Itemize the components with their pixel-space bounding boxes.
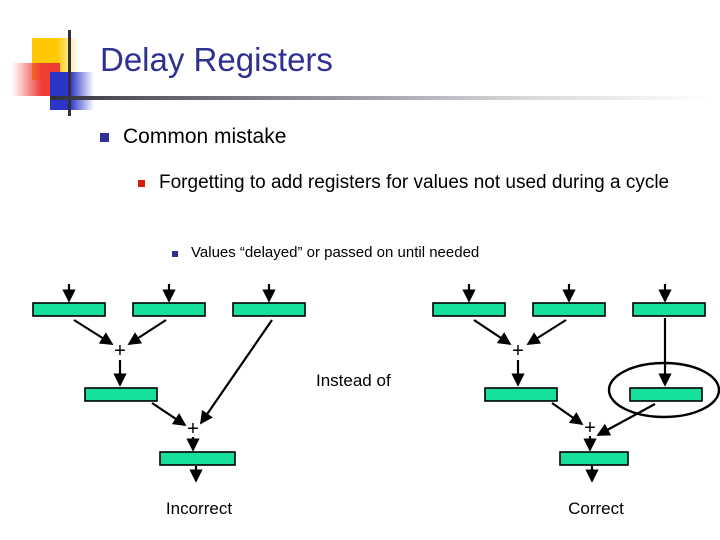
instead-of-label: Instead of bbox=[316, 371, 391, 390]
right-edge-register-to-adder2 bbox=[551, 402, 584, 426]
right-edge-delay-to-adder2 bbox=[596, 403, 656, 436]
right-register-top-1 bbox=[432, 302, 506, 317]
right-register-final bbox=[559, 451, 629, 466]
square-bullet-icon bbox=[172, 243, 178, 262]
right-register-top-2 bbox=[532, 302, 606, 317]
left-register-top-2 bbox=[132, 302, 206, 317]
logo-vertical-rule bbox=[68, 30, 71, 116]
square-bullet-icon bbox=[138, 170, 145, 192]
right-register-top-3 bbox=[632, 302, 706, 317]
left-register-top-3 bbox=[232, 302, 306, 317]
left-adder-2: + bbox=[187, 418, 199, 440]
title-divider-rule bbox=[50, 96, 710, 100]
highlight-ellipse-annotation bbox=[607, 361, 720, 419]
bullet-level3: Values “delayed” or passed on until need… bbox=[172, 243, 672, 263]
left-diagram-caption: Incorrect bbox=[165, 499, 233, 518]
left-register-top-1 bbox=[32, 302, 106, 317]
left-register-final bbox=[159, 451, 236, 466]
right-edge-reg2-to-adder1 bbox=[526, 319, 567, 345]
page-title: Delay Registers bbox=[100, 41, 333, 78]
logo-blue-square bbox=[50, 72, 94, 110]
left-edge-reg1-to-adder1 bbox=[73, 319, 114, 345]
square-bullet-icon bbox=[100, 124, 109, 147]
left-edge-reg2-to-adder1 bbox=[127, 319, 167, 345]
bullet-level1-label: Common mistake bbox=[123, 125, 287, 148]
left-edge-reg3-to-adder2 bbox=[200, 319, 273, 425]
left-edge-register-to-adder2 bbox=[151, 402, 187, 426]
right-edge-reg1-to-adder1 bbox=[473, 319, 512, 345]
left-register-mid bbox=[84, 387, 158, 402]
right-register-mid bbox=[484, 387, 558, 402]
left-adder-1: + bbox=[114, 340, 126, 362]
right-adder-1: + bbox=[512, 340, 524, 362]
bullet-level2-label: Forgetting to add registers for values n… bbox=[159, 172, 670, 193]
bullet-level1: Common mistake bbox=[100, 124, 286, 150]
right-delay-register bbox=[629, 387, 703, 402]
right-diagram-caption: Correct bbox=[568, 499, 624, 518]
bullet-level3-label: Values “delayed” or passed on until need… bbox=[191, 244, 480, 261]
right-adder-2: + bbox=[584, 417, 596, 439]
bullet-level2: Forgetting to add registers for values n… bbox=[138, 170, 678, 196]
